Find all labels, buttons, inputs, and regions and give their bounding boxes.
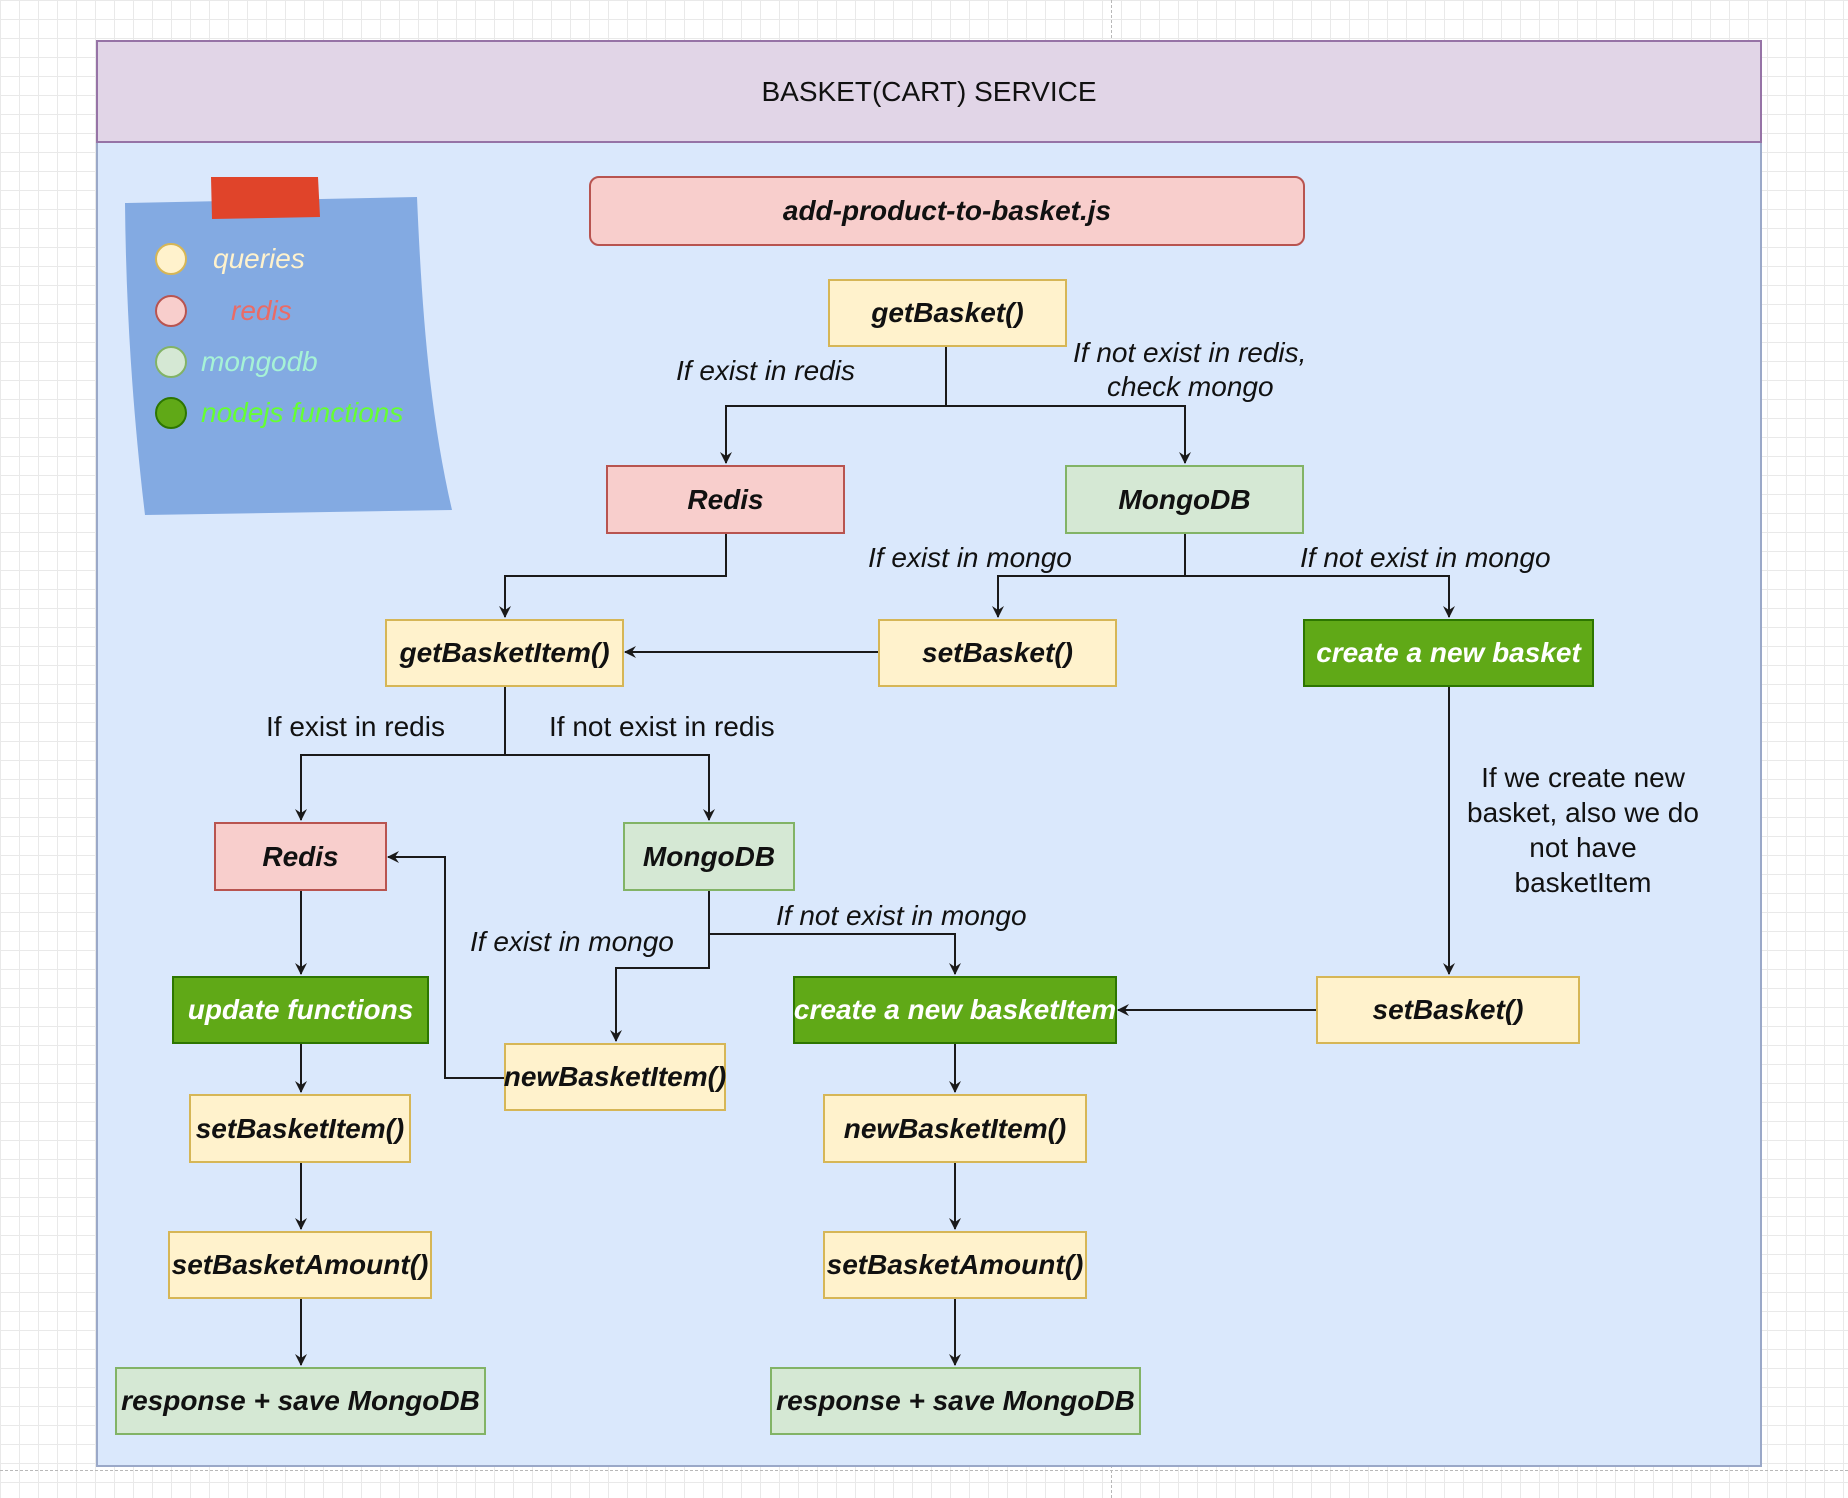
set-basket-amount-node-1[interactable]: setBasketAmount() bbox=[168, 1231, 432, 1299]
mongodb-node-1[interactable]: MongoDB bbox=[1065, 465, 1304, 534]
label-not-exist-in-mongo-2: If not exist in mongo bbox=[776, 900, 1027, 931]
legend-item-mongodb: mongodb bbox=[155, 346, 318, 378]
label-new-basket-note-line1: If we create new bbox=[1481, 762, 1685, 793]
label-new-basket-note-line4: basketItem bbox=[1514, 867, 1652, 898]
label-not-exist-in-mongo-1: If not exist in mongo bbox=[1300, 542, 1551, 573]
label-exist-in-mongo-2: If exist in mongo bbox=[470, 926, 674, 957]
legend-label-redis: redis bbox=[231, 295, 292, 326]
mongodb-color-icon bbox=[155, 346, 187, 378]
label-not-exist-in-redis-2: If not exist in redis bbox=[549, 711, 775, 742]
new-basket-item-node-1[interactable]: newBasketItem() bbox=[504, 1043, 726, 1111]
redis-color-icon bbox=[155, 295, 187, 327]
set-basket-amount-node-2[interactable]: setBasketAmount() bbox=[823, 1231, 1087, 1299]
get-basket-item-node[interactable]: getBasketItem() bbox=[385, 619, 624, 687]
label-exist-in-redis-1: If exist in redis bbox=[676, 355, 855, 386]
legend-item-redis: redis bbox=[155, 295, 292, 327]
label-not-exist-in-redis-1-line1: If not exist in redis, bbox=[1073, 337, 1307, 368]
set-basket-node-1[interactable]: setBasket() bbox=[878, 619, 1117, 687]
label-new-basket-note-line2: basket, also we do bbox=[1467, 797, 1699, 828]
legend-label-queries: queries bbox=[213, 243, 305, 274]
legend-label-nodejs-functions: nodejs functions bbox=[201, 397, 404, 428]
new-basket-item-node-2[interactable]: newBasketItem() bbox=[823, 1094, 1087, 1163]
redis-node-1[interactable]: Redis bbox=[606, 465, 845, 534]
set-basket-item-node[interactable]: setBasketItem() bbox=[189, 1094, 411, 1163]
legend-label-mongodb: mongodb bbox=[201, 346, 318, 377]
response-save-mongodb-node-2[interactable]: response + save MongoDB bbox=[770, 1367, 1141, 1435]
set-basket-node-2[interactable]: setBasket() bbox=[1316, 976, 1580, 1044]
service-title: BASKET(CART) SERVICE bbox=[96, 40, 1762, 143]
response-save-mongodb-node-1[interactable]: response + save MongoDB bbox=[115, 1367, 486, 1435]
get-basket-node[interactable]: getBasket() bbox=[828, 279, 1067, 347]
update-functions-node[interactable]: update functions bbox=[172, 976, 429, 1044]
label-exist-in-mongo-1: If exist in mongo bbox=[868, 542, 1072, 573]
create-new-basket-node[interactable]: create a new basket bbox=[1303, 619, 1594, 687]
legend-item-nodejs-functions: nodejs functions bbox=[155, 397, 403, 429]
queries-color-icon bbox=[155, 243, 187, 275]
nodejs-functions-color-icon bbox=[155, 397, 187, 429]
create-new-basket-item-node[interactable]: create a new basketItem bbox=[793, 976, 1117, 1044]
page-break-horizontal bbox=[0, 1470, 1848, 1471]
redis-node-2[interactable]: Redis bbox=[214, 822, 387, 891]
label-exist-in-redis-2: If exist in redis bbox=[266, 711, 445, 742]
pin-icon bbox=[211, 177, 320, 219]
legend-sticky-note bbox=[125, 177, 452, 515]
mongodb-node-2[interactable]: MongoDB bbox=[623, 822, 795, 891]
legend-item-queries: queries bbox=[155, 243, 305, 275]
label-not-exist-in-redis-1-line2: check mongo bbox=[1107, 371, 1274, 402]
label-new-basket-note-line3: not have bbox=[1529, 832, 1637, 863]
file-name-box[interactable]: add-product-to-basket.js bbox=[589, 176, 1305, 246]
